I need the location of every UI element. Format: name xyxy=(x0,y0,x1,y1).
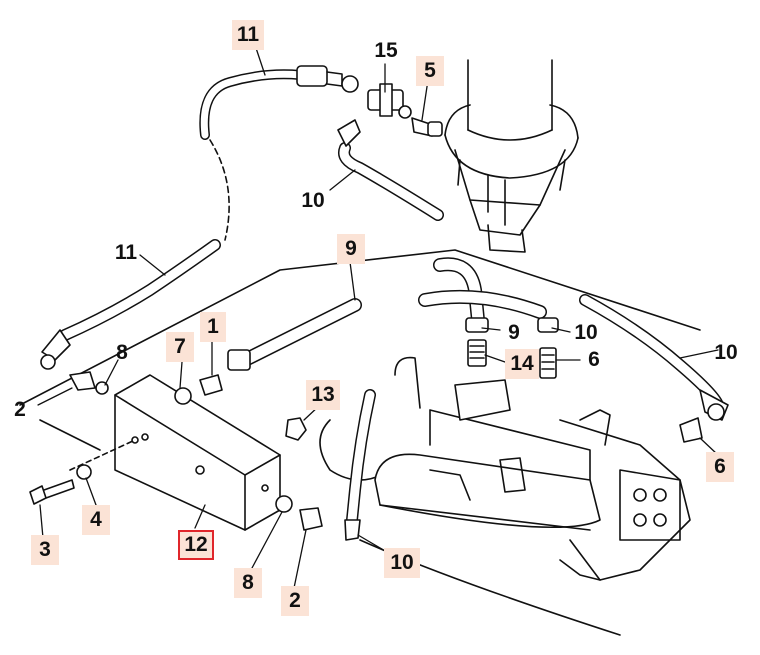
callout-3[interactable]: 3 xyxy=(31,535,59,565)
fitting-2-left xyxy=(69,371,109,395)
callout-13[interactable]: 13 xyxy=(306,380,340,410)
hose-11-upper xyxy=(199,65,359,140)
machine-frame xyxy=(19,249,701,636)
callout-10-upper[interactable]: 10 xyxy=(301,189,325,212)
callout-10-right[interactable]: 10 xyxy=(714,341,738,364)
washer-4 xyxy=(76,464,92,480)
fitting-5 xyxy=(411,117,443,137)
callout-1[interactable]: 1 xyxy=(200,312,226,342)
callout-12-selected[interactable]: 12 xyxy=(178,530,214,560)
fitting-1 xyxy=(199,374,223,396)
manifold-block xyxy=(114,374,281,531)
hose-10-upper xyxy=(337,119,444,221)
callout-8-bottom[interactable]: 8 xyxy=(234,568,262,598)
washer-7 xyxy=(174,387,192,405)
bolt-3 xyxy=(29,479,75,505)
hose-10-bottom xyxy=(344,389,376,541)
callout-2-bottom[interactable]: 2 xyxy=(281,586,309,616)
hose-10-right xyxy=(579,294,729,421)
tee-fitting-15 xyxy=(367,83,412,119)
washer-8-bottom xyxy=(275,495,293,513)
callout-14[interactable]: 14 xyxy=(505,349,539,379)
callout-7[interactable]: 7 xyxy=(166,332,194,362)
nut-13 xyxy=(285,417,307,441)
callout-9-center[interactable]: 9 xyxy=(508,321,520,344)
fitting-14 xyxy=(467,339,487,367)
pipe-9 xyxy=(227,298,362,371)
callout-10-bottom[interactable]: 10 xyxy=(384,548,420,578)
callout-15[interactable]: 15 xyxy=(374,39,398,62)
hose-center-9 xyxy=(418,257,559,333)
callout-10-center[interactable]: 10 xyxy=(574,321,598,344)
callout-8-left[interactable]: 8 xyxy=(116,341,128,364)
callout-5[interactable]: 5 xyxy=(416,56,444,86)
callout-6-right[interactable]: 6 xyxy=(706,452,734,482)
callout-11-top[interactable]: 11 xyxy=(232,20,264,50)
leader-lines xyxy=(37,44,719,589)
callout-4[interactable]: 4 xyxy=(82,505,110,535)
hydraulic-cylinder xyxy=(444,59,579,253)
hose-path-dashed xyxy=(209,139,230,241)
fitting-6-right xyxy=(679,417,703,443)
callout-6-center[interactable]: 6 xyxy=(588,348,600,371)
callout-2-left[interactable]: 2 xyxy=(14,398,26,421)
callout-9-top[interactable]: 9 xyxy=(337,234,365,264)
fitting-6-center xyxy=(539,347,557,379)
callout-11-mid[interactable]: 11 xyxy=(114,241,138,264)
hose-11-left xyxy=(40,239,221,370)
fitting-2-bottom xyxy=(299,507,323,531)
